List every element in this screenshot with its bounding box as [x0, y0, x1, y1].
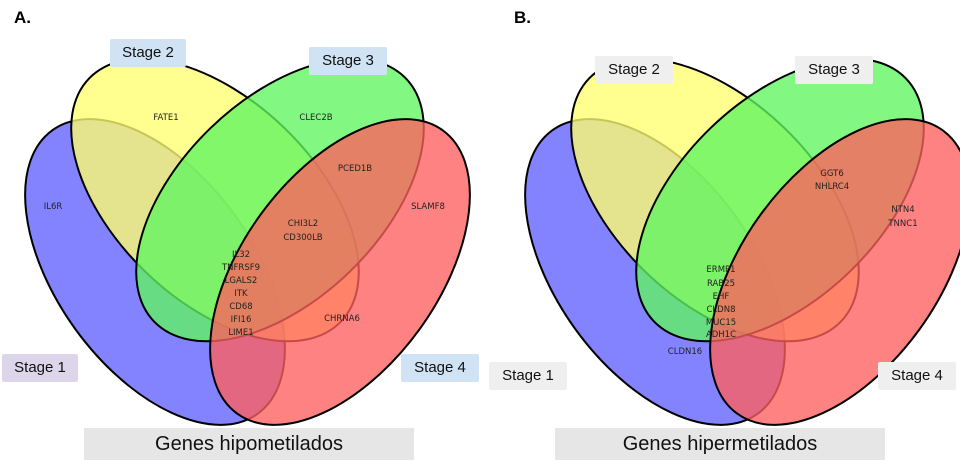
stage-3-label: Stage 3	[795, 56, 873, 84]
gene-cldn16: CLDN16	[668, 347, 702, 357]
gene-fate1: FATE1	[153, 113, 178, 123]
set-stage4-ellipse	[709, 118, 960, 426]
gene-tnnc1: TNNC1	[887, 219, 917, 229]
gene-ntn4: NTN4	[891, 205, 914, 215]
venn-panel-a: IL6R FATE1 CLEC2B SLAMF8 PCED1B CHI3L2 C…	[24, 57, 471, 426]
stage-1-label: Stage 1	[2, 354, 78, 382]
gene-chrna6: CHRNA6	[324, 314, 360, 324]
gene-cd300lb: CD300LB	[283, 233, 322, 243]
stage-4-label: Stage 4	[878, 362, 956, 390]
gene-cldn8: CLDN8	[707, 305, 736, 315]
gene-cd68: CD68	[229, 302, 252, 312]
gene-adh1c: ADH1C	[706, 330, 736, 340]
gene-ermp1: ERMP1	[706, 265, 735, 275]
gene-tnfrsf9: TNFRSF9	[221, 263, 260, 273]
gene-itk: ITK	[234, 289, 248, 299]
gene-muc15: MUC15	[706, 318, 736, 328]
stage-3-label: Stage 3	[309, 47, 387, 75]
gene-ggt6: GGT6	[820, 169, 843, 179]
gene-ifi16: IFI16	[231, 315, 252, 325]
stage-4-label: Stage 4	[401, 354, 479, 382]
gene-slamf8: SLAMF8	[411, 202, 445, 212]
panel-a-letter: A.	[14, 8, 31, 27]
stage-2-label: Stage 2	[110, 39, 186, 67]
stage-2-label: Stage 2	[595, 56, 673, 84]
set-stage4-ellipse	[209, 118, 471, 426]
gene-il32: IL32	[232, 250, 250, 260]
gene-rab25: RAB25	[707, 279, 735, 289]
caption-hipometilados: Genes hipometilados	[84, 428, 414, 460]
gene-chi3l2: CHI3L2	[288, 219, 318, 229]
gene-clec2b: CLEC2B	[299, 113, 332, 123]
gene-pced1b: PCED1B	[338, 164, 372, 174]
stage-1-label: Stage 1	[489, 362, 567, 390]
venn-panel-b: GGT6 NHLRC4 NTN4 TNNC1 ERMP1 RAB25 EHF C…	[524, 57, 960, 426]
gene-lgals2: LGALS2	[225, 276, 258, 286]
caption-hipermetilados: Genes hipermetilados	[555, 428, 885, 460]
gene-ehf: EHF	[713, 292, 730, 302]
gene-nhlrc4: NHLRC4	[815, 182, 849, 192]
gene-il6r: IL6R	[44, 202, 63, 212]
panel-b-letter: B.	[514, 8, 531, 27]
gene-lime1: LIME1	[228, 328, 253, 338]
